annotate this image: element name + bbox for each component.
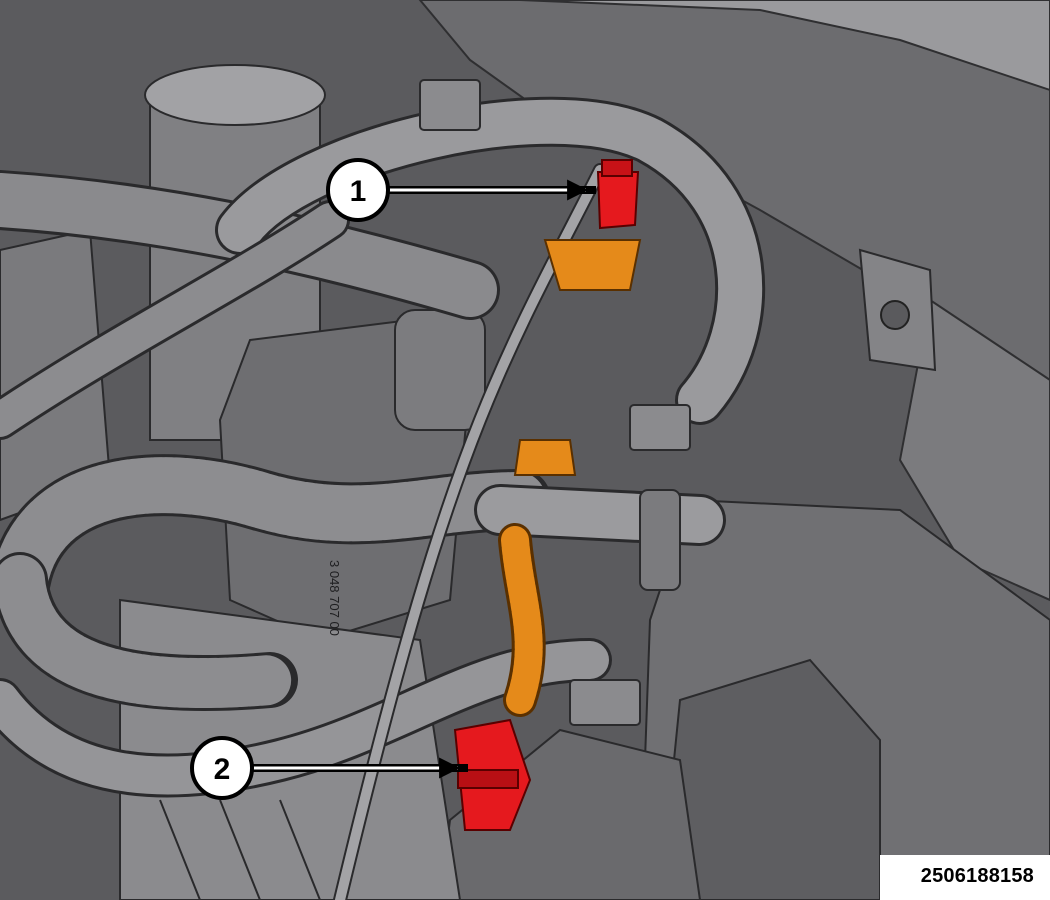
red-connector-upper-cap	[601, 159, 633, 177]
electrical-connector-right	[629, 404, 691, 451]
fender-right	[898, 298, 1050, 602]
electrical-connector-top	[419, 79, 481, 131]
bracket-nut	[880, 300, 910, 330]
orange-line-clip	[513, 439, 577, 476]
part-stamp: 3 048 707 00	[327, 560, 342, 636]
figure-number: 2506188158	[920, 865, 1034, 887]
connector-clamp	[639, 489, 681, 591]
corrugated-hose-fill	[0, 457, 548, 608]
callout-2-label: 2	[214, 753, 231, 786]
cowl-upper-lip	[519, 0, 1050, 92]
callout-2-bubble	[190, 736, 254, 800]
callout-1-bubble	[326, 158, 390, 222]
figure-number-backdrop	[880, 855, 1050, 900]
filter-cylinder-top	[144, 64, 326, 126]
hose-arch-fill	[218, 99, 763, 422]
red-connector-upper	[596, 171, 640, 230]
lower-left-ribs	[159, 799, 321, 900]
hose-diagonal-left-fill	[0, 203, 347, 437]
callout-1: 1	[326, 158, 596, 222]
callout-2: 2	[190, 736, 468, 800]
central-module-cap	[394, 309, 486, 431]
electrical-connector-lower	[569, 679, 641, 726]
hose-lower-curve-fill	[0, 641, 609, 795]
red-connector-lower-ring	[457, 769, 519, 789]
orange-corrugated-line-fill	[501, 526, 543, 714]
callout-1-label: 1	[350, 175, 367, 208]
corrugated-hose-lower-fill	[0, 555, 295, 709]
orange-line-upper	[543, 239, 642, 291]
